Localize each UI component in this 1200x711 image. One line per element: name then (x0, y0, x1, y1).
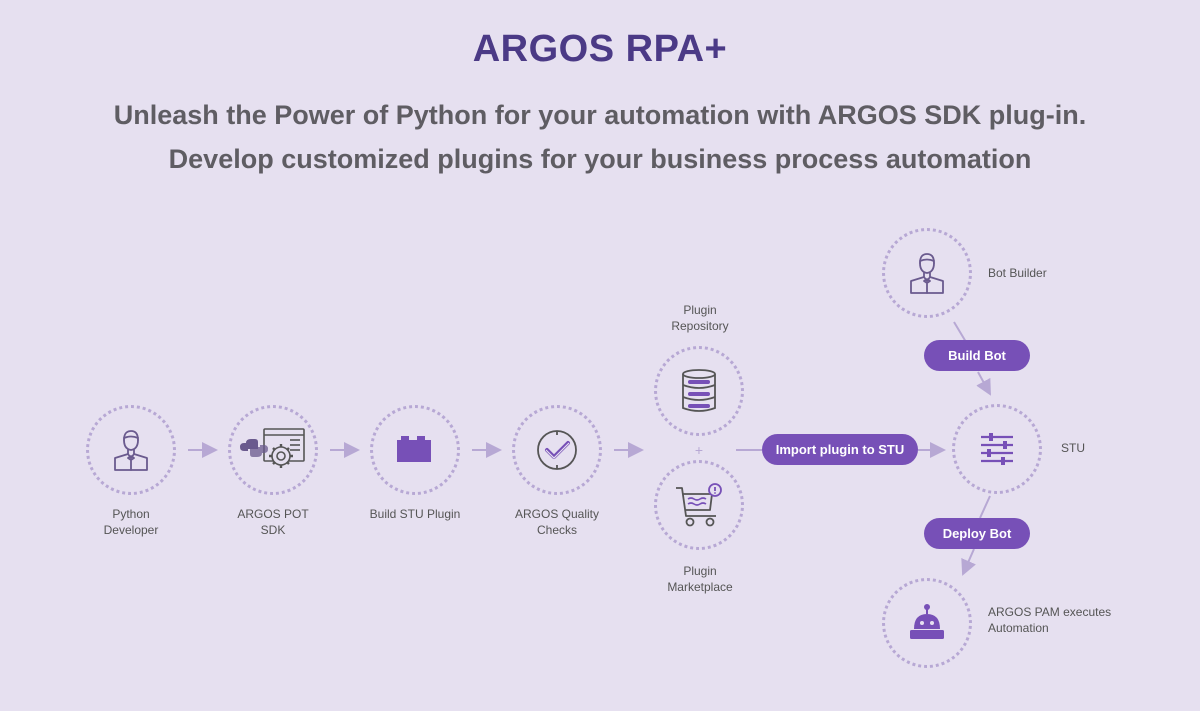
arrow-deploy-to-pam (961, 548, 976, 576)
build-bot-pill: Build Bot (924, 340, 1030, 371)
label-plugin-marketplace-line2: Marketplace (667, 580, 733, 594)
label-argos-pam-line1: ARGOS PAM executes (988, 605, 1112, 619)
node-quality-checks (512, 405, 602, 495)
plugin-block-icon (397, 436, 431, 462)
line-stu-to-deploy (979, 495, 991, 519)
import-plugin-to-stu-pill: Import plugin to STU (762, 434, 918, 465)
label-argos-pot-sdk-line2: SDK (260, 523, 286, 537)
label-plugin-marketplace: Plugin Marketplace (640, 563, 760, 595)
label-argos-pot-sdk: ARGOS POT SDK (228, 506, 318, 538)
arrow-build-bot-to-stu (976, 371, 991, 396)
label-python-developer: Python Developer (86, 506, 176, 538)
label-plugin-marketplace-line1: Plugin (683, 564, 717, 578)
label-stu: STU (1061, 441, 1085, 455)
page-title: ARGOS RPA+ (472, 28, 728, 70)
node-bot-builder (882, 228, 972, 318)
label-argos-pot-sdk-line1: ARGOS POT (237, 507, 309, 521)
label-build-stu-plugin: Build STU Plugin (369, 507, 461, 521)
node-argos-pot-sdk (228, 405, 318, 495)
sliders-icon (981, 433, 1013, 465)
label-python-developer-line2: Developer (103, 523, 159, 537)
node-python-developer (86, 405, 176, 495)
database-icon (682, 369, 716, 412)
node-plugin-repository (654, 346, 744, 436)
label-python-developer-line1: Python (112, 507, 150, 521)
deploy-bot-pill: Deploy Bot (924, 518, 1030, 549)
label-plugin-repository-line2: Repository (671, 319, 729, 333)
label-bot-builder: Bot Builder (988, 266, 1047, 280)
sdk-gear-icon (240, 428, 305, 468)
node-argos-pam (882, 578, 972, 668)
subtitle-line-2: Develop customized plugins for your busi… (168, 144, 1032, 174)
label-quality-checks: ARGOS Quality Checks (497, 506, 617, 538)
cart-icon (676, 483, 722, 527)
label-plugin-repository: Plugin Repository (640, 302, 760, 334)
node-plugin-marketplace (654, 460, 744, 550)
builder-icon (910, 253, 944, 294)
node-build-stu-plugin (370, 405, 460, 495)
robot-icon (910, 604, 944, 639)
line-builder-to-pill (953, 321, 967, 343)
label-plugin-repository-line1: Plugin (683, 303, 717, 317)
label-argos-pam-line2: Automation (988, 621, 1049, 635)
label-argos-pam: ARGOS PAM executes Automation (988, 604, 1111, 636)
plus-sign: + (695, 442, 703, 458)
check-badge-icon (537, 430, 577, 470)
developer-icon (114, 430, 148, 471)
subtitle-line-1: Unleash the Power of Python for your aut… (113, 100, 1087, 130)
label-quality-checks-line1: ARGOS Quality (514, 507, 600, 521)
node-stu (952, 404, 1042, 494)
label-quality-checks-line2: Checks (536, 523, 577, 537)
